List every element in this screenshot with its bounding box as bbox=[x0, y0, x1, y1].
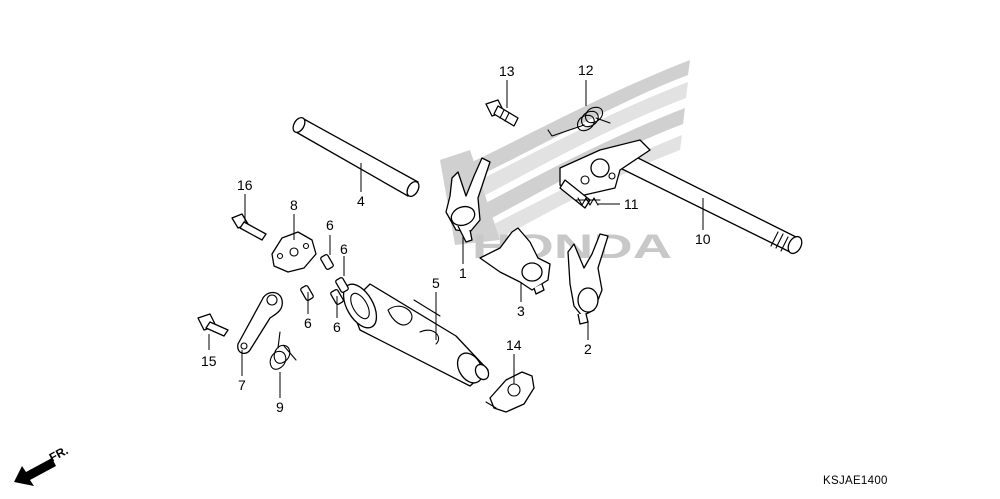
label-part-7: 7 bbox=[238, 377, 246, 393]
part-13-bolt bbox=[485, 99, 519, 127]
label-part-5: 5 bbox=[432, 275, 440, 291]
front-arrow-icon bbox=[14, 458, 56, 486]
part-16-bolt bbox=[231, 213, 267, 241]
part-14-stopper bbox=[485, 371, 535, 413]
label-part-13: 13 bbox=[499, 63, 515, 79]
part-7-arm bbox=[237, 291, 283, 355]
part-1-shift-fork bbox=[445, 157, 491, 243]
front-direction-indicator: FR. bbox=[14, 443, 70, 486]
label-part-11: 11 bbox=[624, 196, 639, 212]
label-part-8: 8 bbox=[290, 197, 298, 213]
honda-wing-watermark: HONDA bbox=[440, 60, 690, 266]
leader-lines bbox=[208, 80, 704, 398]
part-5-shift-drum bbox=[342, 283, 490, 387]
shift-arm-assembly bbox=[559, 139, 651, 209]
label-part-4: 4 bbox=[357, 193, 365, 209]
label-part-10: 10 bbox=[695, 231, 711, 247]
part-4-shaft bbox=[292, 116, 420, 198]
part-9-spring bbox=[269, 331, 297, 370]
part-12-spring bbox=[547, 106, 611, 137]
label-part-9: 9 bbox=[276, 399, 284, 415]
label-part-14: 14 bbox=[506, 337, 522, 353]
label-part-6d: 6 bbox=[333, 319, 341, 335]
label-part-6a: 6 bbox=[326, 217, 334, 233]
label-part-2: 2 bbox=[584, 341, 592, 357]
part-3-shift-fork bbox=[479, 227, 551, 295]
label-part-6c: 6 bbox=[304, 315, 312, 331]
part-labels: 1 2 3 4 5 6 6 6 6 7 8 9 10 11 12 13 14 1… bbox=[201, 62, 711, 415]
part-8-plate bbox=[271, 231, 317, 273]
part-11-small-spring bbox=[575, 197, 601, 206]
label-part-3: 3 bbox=[517, 303, 525, 319]
diagram-code: KSJAE1400 bbox=[823, 475, 888, 487]
label-part-1: 1 bbox=[459, 265, 467, 281]
label-part-6b: 6 bbox=[340, 241, 348, 257]
part-15-bolt bbox=[197, 313, 229, 337]
label-part-12: 12 bbox=[578, 62, 594, 78]
label-part-16: 16 bbox=[237, 177, 253, 193]
part-2-shift-fork bbox=[567, 233, 609, 325]
label-part-15: 15 bbox=[201, 353, 217, 369]
